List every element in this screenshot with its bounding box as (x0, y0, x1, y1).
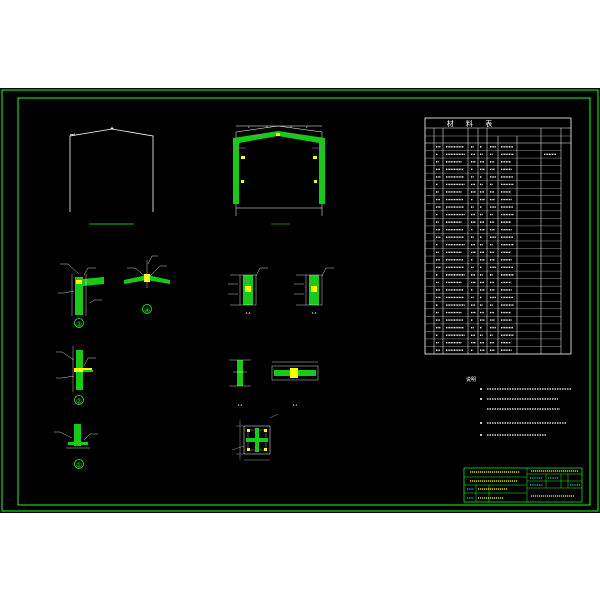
node-2-detail: ② (56, 346, 96, 406)
drawing-sheet: ^ (0, 88, 600, 513)
frame-detailed: 2 3 3 2 (233, 125, 325, 225)
section-mark-2-2: 2-2 (238, 403, 243, 407)
section-4-4: 4-4 (228, 267, 268, 315)
section-mark-3-3: 3-3 (312, 311, 317, 315)
table-title: 材 料 表 (447, 119, 497, 128)
notes-heading: 说明 (466, 376, 476, 383)
outer-border (1, 89, 599, 512)
node-1-detail: ① (54, 424, 98, 470)
svg-text:^: ^ (110, 127, 113, 132)
notes-block: 说明 (466, 376, 572, 436)
node-3-detail: ③ (58, 263, 104, 329)
section-1-1: 1-1 (271, 361, 319, 407)
section-mark-1-1: 1-1 (293, 403, 298, 407)
node-4-detail: ④ (124, 255, 170, 315)
title-block (463, 467, 583, 503)
material-table: 材 料 表 (424, 117, 572, 355)
callout-node-2: ② (76, 398, 82, 406)
svg-text:3: 3 (266, 125, 268, 129)
callout-node-1: ① (76, 462, 82, 470)
callout-node-4: ④ (144, 307, 150, 315)
svg-text:2: 2 (306, 125, 308, 129)
svg-text:2: 2 (248, 125, 250, 129)
section-mark-4-4: 4-4 (246, 311, 251, 315)
callout-node-3: ③ (76, 321, 82, 329)
cad-drawing: ^ (1, 89, 599, 512)
inner-border (17, 97, 591, 506)
frame-outline: ^ (69, 127, 154, 225)
svg-text:3: 3 (290, 125, 292, 129)
section-3-3: 3-3 (294, 267, 334, 315)
section-2-2: 2-2 (229, 359, 251, 407)
base-plate-plan (231, 413, 279, 461)
